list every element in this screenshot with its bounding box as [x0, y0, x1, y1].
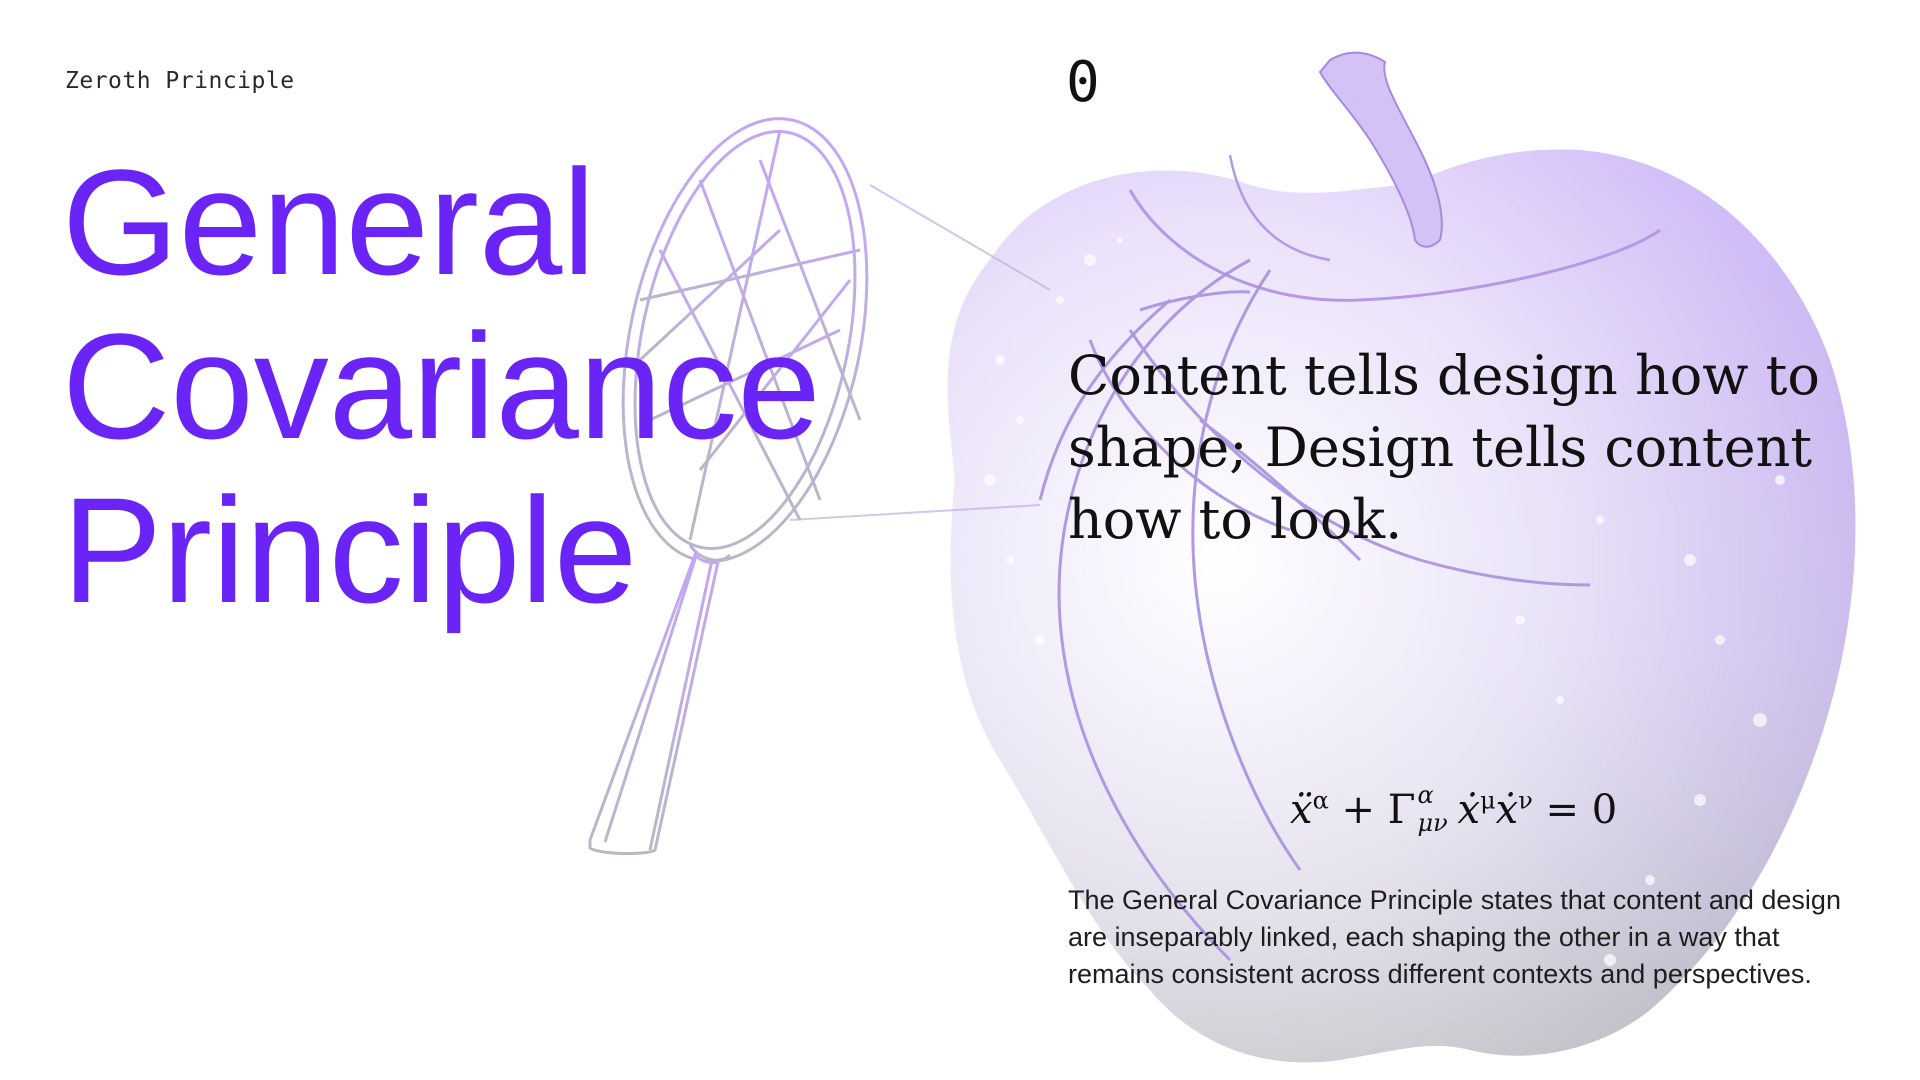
principle-quote: Content tells design how to shape; Desig… [1068, 344, 1820, 551]
eq-x-dot-2: ẋ [1495, 787, 1519, 833]
page-title: General Covariance Principle [62, 140, 821, 632]
eq-gamma-sup: α [1417, 781, 1434, 809]
eq-x-dot-1: ẋ [1457, 787, 1481, 833]
title-line-2: Covariance [62, 302, 821, 470]
apple-illustration [947, 51, 1856, 1063]
eq-plus: + [1341, 787, 1376, 833]
eq-alpha: α [1312, 786, 1329, 815]
magnifying-glass-illustration [588, 117, 1051, 856]
principle-index: 0 [1066, 50, 1100, 115]
title-line-1: General [62, 138, 596, 306]
title-line-3: Principle [62, 466, 638, 634]
principle-description: The General Covariance Principle states … [1068, 885, 1841, 989]
eq-x-ddot: ẍ [1290, 787, 1313, 833]
eyebrow-label: Zeroth Principle [65, 68, 295, 94]
eq-equals-zero: = 0 [1545, 787, 1618, 833]
eq-mu: μ [1480, 786, 1496, 815]
eq-gamma: Γ [1387, 787, 1416, 833]
eq-nu: ν [1518, 786, 1533, 815]
eq-gamma-sub: μν [1417, 809, 1448, 837]
